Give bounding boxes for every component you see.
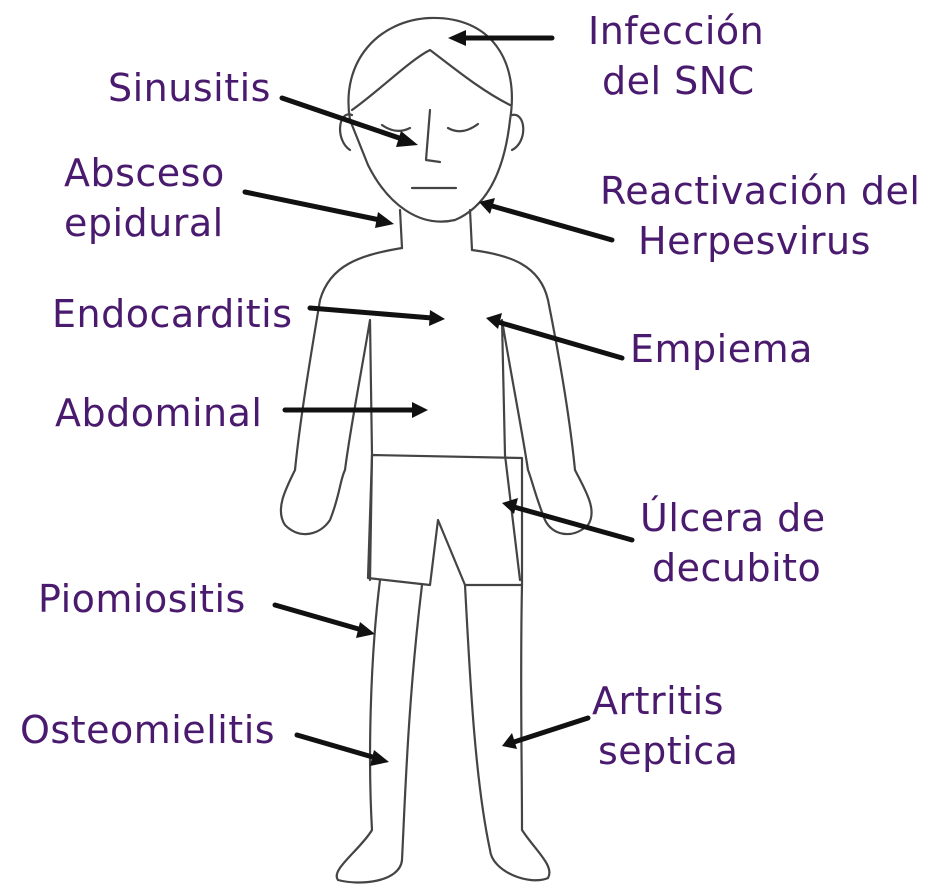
label-endocarditis: Endocarditis bbox=[52, 289, 293, 339]
figure-nose bbox=[426, 110, 440, 162]
label-line: epidural bbox=[64, 198, 225, 248]
arrow-empiema-head bbox=[486, 313, 502, 329]
label-piomiositis: Piomiositis bbox=[38, 574, 246, 624]
figure-ear-right bbox=[512, 115, 523, 150]
label-reactivacion-herpesvirus: Reactivación del Herpesvirus bbox=[600, 166, 920, 266]
label-line: Úlcera de bbox=[640, 493, 826, 543]
label-line: Infección bbox=[588, 6, 764, 56]
figure-hair bbox=[352, 50, 510, 110]
label-line: Artritis bbox=[592, 676, 738, 726]
arrows bbox=[245, 30, 632, 766]
label-line: decubito bbox=[640, 543, 826, 593]
label-line: Sinusitis bbox=[108, 63, 271, 113]
label-line: septica bbox=[592, 726, 738, 776]
label-sinusitis: Sinusitis bbox=[108, 63, 271, 113]
arrow-endocarditis bbox=[310, 308, 432, 318]
label-line: Endocarditis bbox=[52, 289, 293, 339]
figure-torso-arms bbox=[281, 248, 402, 580]
figure-torso-arms-right bbox=[472, 250, 592, 580]
arrow-herpes bbox=[492, 206, 612, 240]
arrow-absceso bbox=[245, 192, 380, 220]
label-line: Absceso bbox=[64, 148, 225, 198]
label-line: del SNC bbox=[588, 56, 764, 106]
figure-eye-right bbox=[448, 124, 478, 131]
label-osteomielitis: Osteomielitis bbox=[20, 705, 275, 755]
arrow-piomiositis bbox=[275, 605, 362, 630]
arrow-sinusitis-head bbox=[396, 131, 418, 147]
arrow-abdominal-head bbox=[412, 402, 428, 418]
arrow-artritis bbox=[514, 718, 588, 742]
label-line: Abdominal bbox=[55, 388, 263, 438]
arrow-endocarditis-head bbox=[429, 310, 445, 326]
label-abdominal: Abdominal bbox=[55, 388, 263, 438]
label-artritis-septica: Artritis septica bbox=[592, 676, 738, 776]
label-line: Herpesvirus bbox=[600, 216, 920, 266]
label-infeccion-snc: Infección del SNC bbox=[588, 6, 764, 106]
label-empiema: Empiema bbox=[630, 324, 813, 374]
arrow-ulcera bbox=[514, 507, 632, 540]
arrow-piomiositis-head bbox=[356, 622, 375, 638]
arrow-absceso-head bbox=[375, 212, 394, 228]
arrow-empiema bbox=[498, 322, 622, 358]
label-line: Osteomielitis bbox=[20, 705, 275, 755]
arrow-osteomielitis-head bbox=[370, 750, 389, 766]
arrow-snc-head bbox=[448, 30, 466, 46]
arrow-sinusitis bbox=[282, 98, 405, 140]
figure-eye-left bbox=[382, 125, 410, 131]
label-line: Reactivación del bbox=[600, 166, 920, 216]
label-line: Piomiositis bbox=[38, 574, 246, 624]
figure-shorts bbox=[368, 455, 522, 585]
label-line: Empiema bbox=[630, 324, 813, 374]
label-ulcera-decubito: Úlcera de decubito bbox=[640, 493, 826, 593]
label-absceso-epidural: Absceso epidural bbox=[64, 148, 225, 248]
arrow-osteomielitis bbox=[297, 735, 376, 758]
